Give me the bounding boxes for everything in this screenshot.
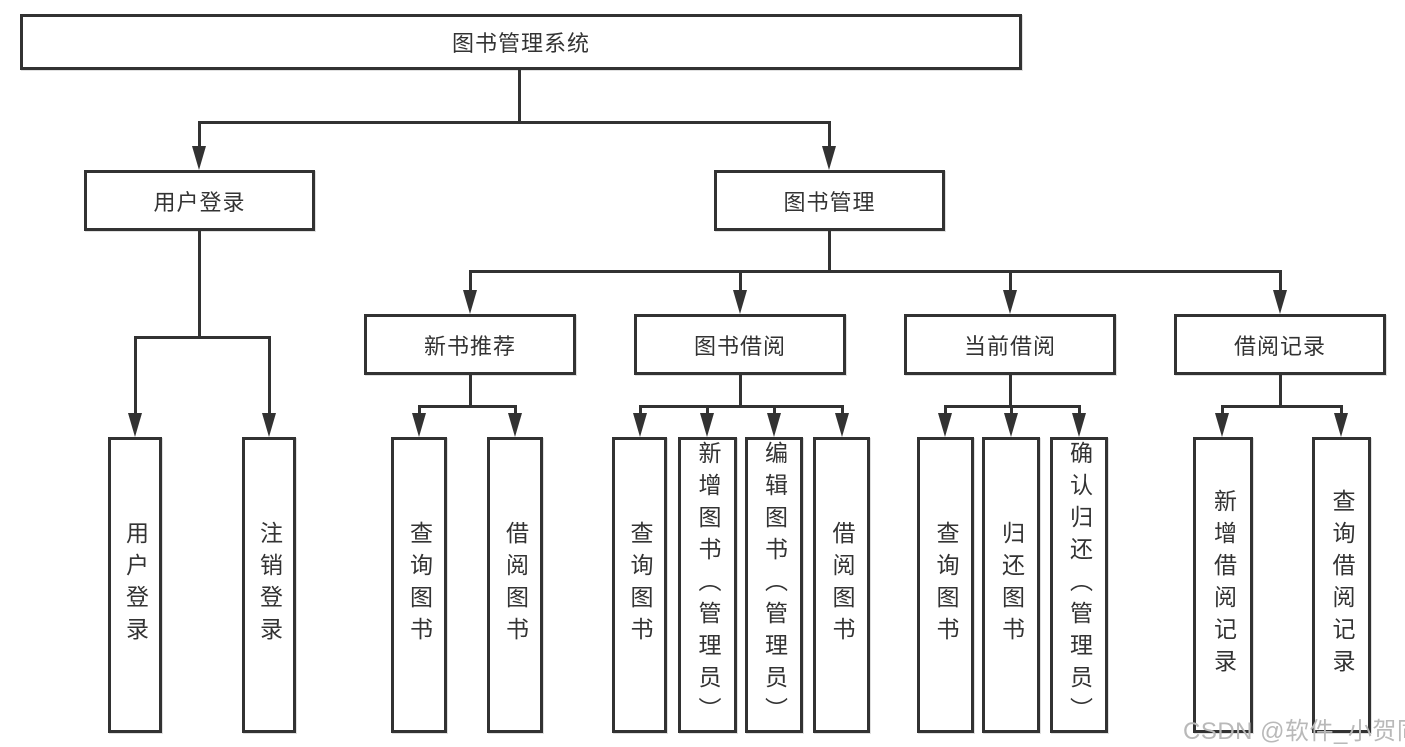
- connector-vline: [828, 121, 831, 151]
- leaf-return-books-label: 归还图书: [998, 521, 1025, 649]
- connector-vline: [1279, 374, 1282, 408]
- connector-vline: [739, 374, 742, 408]
- node-borrow-records: 借阅记录: [1174, 314, 1386, 375]
- node-root: 图书管理系统: [20, 14, 1022, 70]
- leaf-user-login-label: 用户登录: [122, 521, 149, 649]
- leaf-query-books: 查询图书: [917, 437, 974, 733]
- arrow-down-icon: [508, 413, 522, 437]
- leaf-add-borrow-record-label: 新增借阅记录: [1210, 489, 1237, 681]
- leaf-return-books: 归还图书: [982, 437, 1040, 733]
- node-book-borrow-label: 图书借阅: [693, 333, 786, 359]
- connector-hline: [134, 336, 271, 339]
- connector-vline: [469, 270, 472, 294]
- arrow-down-icon: [938, 413, 952, 437]
- leaf-query-books-label: 查询图书: [627, 521, 653, 649]
- arrow-down-icon: [1334, 413, 1348, 437]
- leaf-query-borrow-record-label: 查询借阅记录: [1329, 489, 1355, 681]
- leaf-borrow-books: 借阅图书: [487, 437, 543, 733]
- node-user-login-label: 用户登录: [153, 189, 246, 215]
- leaf-confirm-return-admin-label: 确认归还（管理员）: [1066, 441, 1093, 729]
- leaf-edit-book-admin-label: 编辑图书（管理员）: [761, 441, 788, 729]
- connector-vline: [639, 405, 642, 417]
- leaf-edit-book-admin: 编辑图书（管理员）: [745, 437, 803, 733]
- arrow-down-icon: [700, 413, 714, 437]
- arrow-down-icon: [1004, 413, 1018, 437]
- arrow-down-icon: [262, 413, 276, 437]
- connector-vline: [944, 405, 947, 417]
- connector-vline: [1221, 405, 1224, 417]
- connector-vline: [198, 121, 201, 151]
- arrow-down-icon: [822, 146, 836, 170]
- leaf-add-book-admin-label: 新增图书（管理员）: [695, 441, 721, 729]
- connector-hline: [639, 405, 844, 408]
- connector-vline: [773, 405, 776, 417]
- leaf-confirm-return-admin: 确认归还（管理员）: [1050, 437, 1108, 733]
- leaf-query-books: 查询图书: [612, 437, 667, 733]
- connector-hline: [1221, 405, 1342, 408]
- arrow-down-icon: [733, 290, 747, 314]
- connector-vline: [739, 270, 742, 294]
- arrow-down-icon: [192, 146, 206, 170]
- connector-hline: [418, 405, 517, 408]
- connector-hline: [198, 121, 831, 124]
- connector-vline: [1009, 270, 1012, 294]
- node-new-book-recommend-label: 新书推荐: [423, 333, 516, 359]
- arrow-down-icon: [463, 290, 477, 314]
- node-borrow-records-label: 借阅记录: [1233, 333, 1326, 359]
- arrow-down-icon: [412, 413, 426, 437]
- connector-hline: [469, 270, 1282, 273]
- node-book-borrow: 图书借阅: [634, 314, 846, 375]
- leaf-user-login: 用户登录: [108, 437, 162, 733]
- leaf-logout: 注销登录: [242, 437, 296, 733]
- leaf-logout-label: 注销登录: [256, 521, 283, 649]
- connector-vline: [514, 405, 517, 417]
- connector-vline: [268, 336, 271, 416]
- arrow-down-icon: [767, 413, 781, 437]
- arrow-down-icon: [128, 413, 142, 437]
- connector-vline: [706, 405, 709, 417]
- leaf-query-books: 查询图书: [391, 437, 447, 733]
- node-book-management-label: 图书管理: [783, 189, 876, 215]
- leaf-add-book-admin: 新增图书（管理员）: [678, 437, 737, 733]
- connector-vline: [1010, 405, 1013, 417]
- watermark: CSDN @软件_小贺同学: [1183, 718, 1405, 745]
- connector-vline: [469, 374, 472, 408]
- node-book-management: 图书管理: [714, 170, 945, 231]
- connector-vline: [198, 230, 201, 339]
- leaf-query-books-label: 查询图书: [933, 521, 959, 649]
- arrow-down-icon: [1215, 413, 1229, 437]
- arrow-down-icon: [1003, 290, 1017, 314]
- connector-vline: [1340, 405, 1343, 417]
- arrow-down-icon: [1072, 413, 1086, 437]
- node-current-borrow-label: 当前借阅: [963, 333, 1056, 359]
- leaf-borrow-books-label: 借阅图书: [829, 521, 855, 649]
- node-new-book-recommend: 新书推荐: [364, 314, 576, 375]
- connector-vline: [418, 405, 421, 417]
- connector-vline: [828, 230, 831, 273]
- arrow-down-icon: [633, 413, 647, 437]
- leaf-query-borrow-record: 查询借阅记录: [1312, 437, 1371, 733]
- connector-vline: [1078, 405, 1081, 417]
- arrow-down-icon: [835, 413, 849, 437]
- connector-vline: [1279, 270, 1282, 294]
- leaf-borrow-books: 借阅图书: [813, 437, 870, 733]
- connector-vline: [518, 69, 521, 124]
- leaf-query-books-label: 查询图书: [406, 521, 433, 649]
- node-root-label: 图书管理系统: [451, 31, 590, 56]
- leaf-borrow-books-label: 借阅图书: [502, 521, 529, 649]
- connector-vline: [841, 405, 844, 417]
- leaf-add-borrow-record: 新增借阅记录: [1193, 437, 1253, 733]
- connector-vline: [134, 336, 137, 416]
- node-current-borrow: 当前借阅: [904, 314, 1116, 375]
- connector-vline: [1009, 374, 1012, 408]
- node-user-login: 用户登录: [84, 170, 315, 231]
- arrow-down-icon: [1273, 290, 1287, 314]
